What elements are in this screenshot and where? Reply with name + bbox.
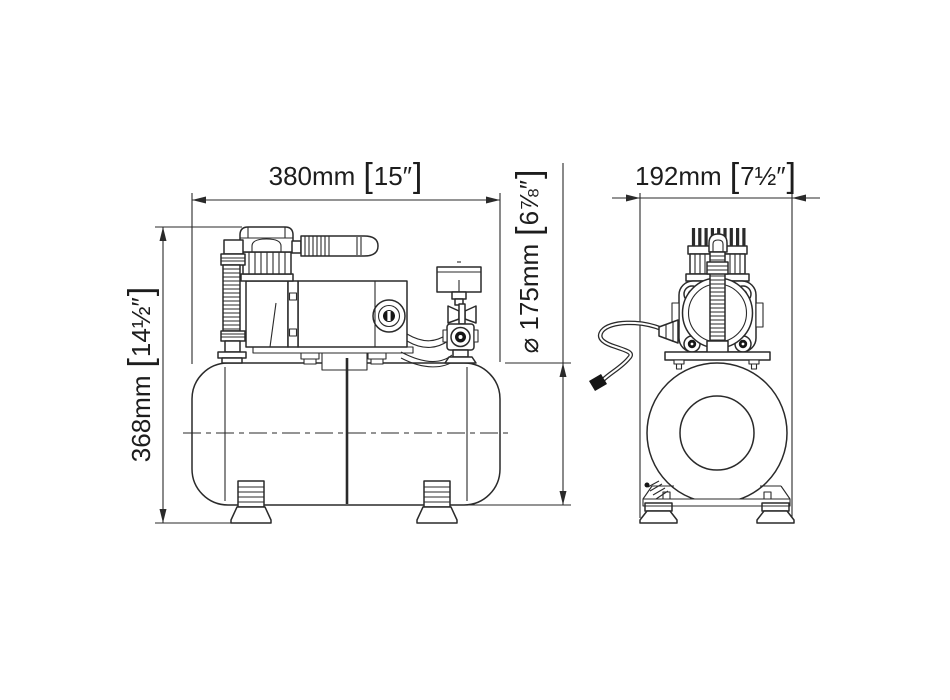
- dim-label-tank-diameter: ⌀ 175mm [6⅞″]: [510, 101, 548, 421]
- dim-label-side-width: 380mm[15″]: [192, 158, 500, 194]
- side-view-cylinder-head: [240, 227, 298, 347]
- dim-label-side-height: 368mm [14½″]: [122, 214, 160, 534]
- side-view: [155, 163, 571, 523]
- front-view-feet: [640, 503, 794, 523]
- dim-tank-diameter-metric: ⌀ 175mm: [514, 243, 544, 354]
- side-view-dimension-lines: [155, 163, 571, 523]
- bracket-close: ]: [510, 169, 548, 180]
- front-view: [589, 193, 820, 523]
- side-view-air-hose: [218, 240, 246, 363]
- bracket-open: [: [122, 358, 160, 368]
- dim-side-height-metric: 368mm: [126, 375, 156, 463]
- tank-end-outline: [647, 363, 787, 503]
- dim-side-width-metric: 380mm: [268, 161, 356, 191]
- dim-side-height-imperial: 14½″: [126, 297, 156, 358]
- bracket-open: [: [510, 226, 548, 236]
- dim-label-front-width: 192mm[7½″]: [628, 158, 804, 194]
- side-view-handle: [292, 236, 378, 256]
- dim-front-width-imperial: 7½″: [740, 161, 786, 191]
- bracket-open: [: [729, 157, 740, 195]
- intake-silencer: [659, 320, 678, 343]
- side-view-motor: [298, 281, 407, 347]
- dim-tank-diameter-imperial: 6⅞″: [514, 180, 544, 226]
- bracket-close: ]: [412, 157, 423, 195]
- bracket-open: [: [363, 157, 373, 195]
- dim-front-width-metric: 192mm: [635, 161, 722, 191]
- front-view-dimension-lines: [612, 193, 820, 518]
- front-view-tank: [647, 363, 787, 503]
- side-view-feet: [231, 481, 457, 523]
- bracket-close: ]: [786, 157, 796, 195]
- front-view-power-cable: [589, 323, 662, 391]
- dim-side-width-imperial: 15″: [373, 161, 412, 191]
- drain-valve: [648, 481, 668, 499]
- bracket-close: ]: [122, 286, 160, 297]
- side-view-gauge-valve: [437, 262, 481, 363]
- cable-plug: [589, 374, 607, 391]
- front-view-compressor: [659, 228, 770, 369]
- front-view-base-bracket: [643, 481, 790, 506]
- front-mounting-plate: [665, 352, 770, 360]
